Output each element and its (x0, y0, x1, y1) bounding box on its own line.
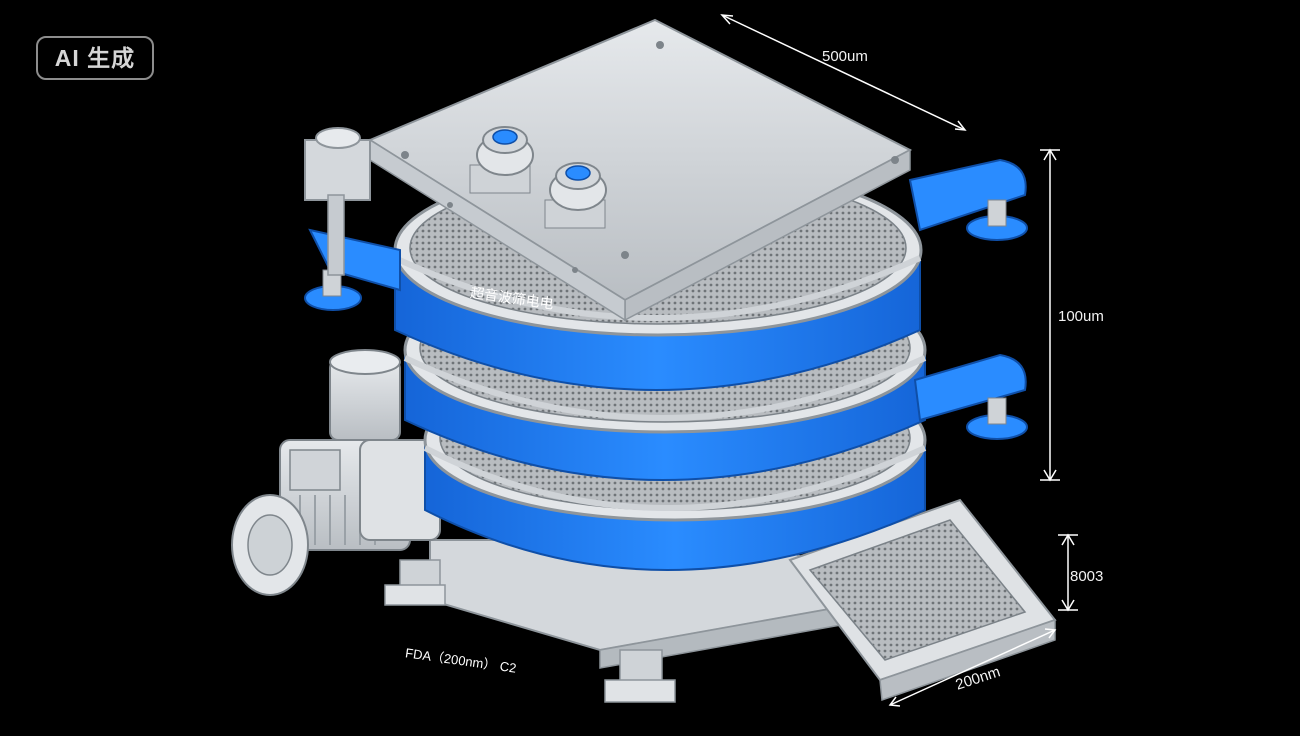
dim-line-top-width (721, 14, 966, 131)
mounting-arms (304, 158, 1028, 440)
label-top-width: 500um (822, 48, 868, 65)
adjustment-knob-right (544, 162, 607, 229)
label-chute-height: 8003 (1070, 568, 1104, 585)
top-lid (304, 18, 913, 322)
base-stand (384, 539, 883, 703)
label-height: 100um (1058, 308, 1104, 325)
discharge-chute (788, 498, 1057, 702)
motor-assembly (231, 349, 441, 596)
ai-generated-badge: AI 生成 (36, 36, 154, 80)
dimension-lines (720, 14, 1078, 707)
dim-line-chute-width (889, 629, 1056, 706)
adjustment-knob-left (469, 126, 534, 194)
